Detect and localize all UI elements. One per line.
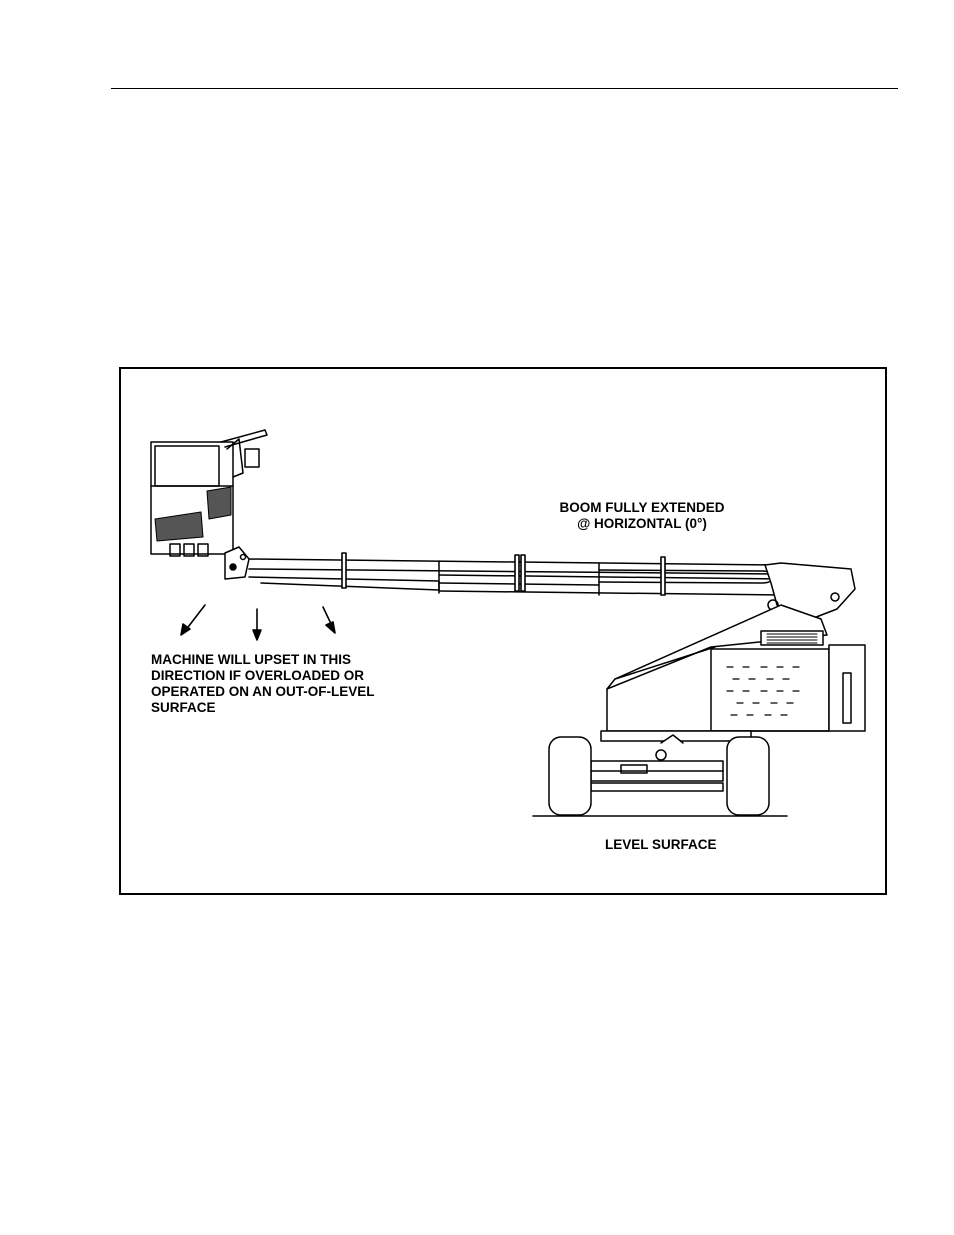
turntable — [607, 563, 865, 731]
header-rule — [111, 88, 898, 89]
level-surface-label: LEVEL SURFACE — [605, 837, 717, 853]
boom-label-line2: @ HORIZONTAL (0°) — [577, 516, 707, 531]
upset-line1: MACHINE WILL UPSET IN THIS — [151, 652, 351, 667]
upset-line3: OPERATED ON AN OUT-OF-LEVEL — [151, 684, 375, 699]
upset-direction-arrows — [181, 605, 335, 640]
boom-lift-drawing — [121, 369, 885, 893]
boom — [249, 553, 779, 595]
upset-line2: DIRECTION IF OVERLOADED OR — [151, 668, 364, 683]
upset-warning-label: MACHINE WILL UPSET IN THIS DIRECTION IF … — [151, 652, 375, 716]
platform-basket — [151, 430, 267, 579]
chassis — [533, 731, 787, 816]
boom-extended-label: BOOM FULLY EXTENDED @ HORIZONTAL (0°) — [557, 500, 727, 532]
upset-line4: SURFACE — [151, 700, 216, 715]
figure-frame: BOOM FULLY EXTENDED @ HORIZONTAL (0°) MA… — [119, 367, 887, 895]
boom-label-line1: BOOM FULLY EXTENDED — [559, 500, 724, 515]
